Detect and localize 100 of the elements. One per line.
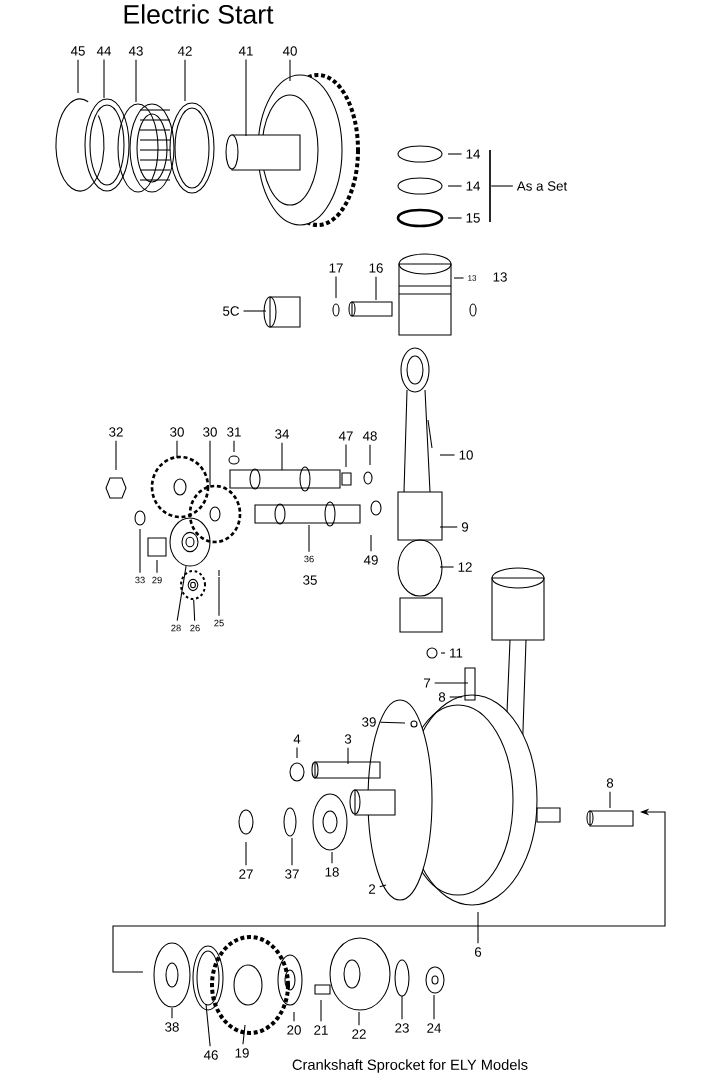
- leader-line: [156, 559, 158, 574]
- callout-number: 5C: [223, 306, 239, 316]
- callout-number: 7: [424, 678, 431, 688]
- callout-number: 29: [152, 576, 162, 584]
- callout-number: 30: [170, 427, 184, 437]
- callout-number: 25: [214, 619, 224, 627]
- callout-number: 37: [285, 869, 299, 879]
- leader-line: [308, 524, 310, 553]
- leader-line: [171, 1007, 173, 1019]
- leader-line: [296, 747, 298, 759]
- callout-number: 22: [352, 1029, 366, 1039]
- callout-number: 38: [165, 1022, 179, 1032]
- leader-line: [281, 442, 283, 471]
- leader-line: [347, 747, 349, 765]
- callout-number: 8: [438, 692, 446, 702]
- note-text: As a Set: [516, 181, 568, 191]
- callout-number: 30: [203, 427, 217, 437]
- leader-line: [115, 440, 117, 471]
- callout-number: 9: [461, 522, 469, 532]
- leader-line: [345, 444, 347, 468]
- bearing-drawing: [169, 517, 211, 567]
- callout-number: 6: [474, 947, 482, 957]
- title: Electric Start: [124, 4, 274, 24]
- callout-number: 28: [171, 624, 181, 632]
- callout-number: 12: [458, 562, 472, 572]
- leader-line: [331, 851, 333, 864]
- callout-number: 42: [177, 46, 192, 56]
- callout-number: 19: [235, 1048, 249, 1058]
- leader-line: [293, 1011, 295, 1022]
- callout-number: 47: [338, 431, 353, 441]
- leader-line: [490, 185, 514, 187]
- callout-number: 24: [427, 1023, 442, 1033]
- callout-number: 2: [368, 884, 376, 894]
- callout-number: 8: [606, 778, 614, 788]
- callout-number: 41: [238, 46, 253, 56]
- leader-line: [184, 59, 186, 102]
- leader-line: [370, 534, 372, 552]
- callout-number: 26: [190, 624, 200, 632]
- callout-number: 27: [239, 869, 253, 879]
- leader-line: [358, 1011, 360, 1026]
- callout-number: 14: [466, 181, 481, 191]
- callout-number: 49: [363, 555, 378, 565]
- leader-line: [449, 696, 463, 698]
- leader-line: [289, 59, 291, 82]
- callout-number: 36: [304, 555, 314, 563]
- leader-line: [447, 153, 463, 155]
- leader-line: [291, 837, 293, 866]
- leader-line: [243, 310, 267, 312]
- leader-line: [205, 1003, 211, 1047]
- callout-number: 18: [325, 867, 339, 877]
- caption: Crankshaft Sprocket for ELY Models: [292, 1059, 528, 1073]
- callout-number: 16: [369, 263, 383, 273]
- callout-number: 17: [329, 263, 343, 273]
- leader-line: [218, 576, 220, 617]
- leader-line: [375, 276, 377, 301]
- leader-line: [77, 59, 79, 94]
- callout-number: 13: [468, 275, 477, 281]
- leader-line: [193, 599, 196, 622]
- leader-line: [176, 440, 178, 459]
- leader-line: [447, 217, 463, 219]
- leader-line: [440, 652, 446, 654]
- callout-number: 43: [128, 46, 143, 56]
- callout-number: 11: [450, 648, 463, 658]
- leader-line: [453, 277, 465, 279]
- callout-number: 40: [282, 46, 297, 56]
- callout-number: 44: [96, 46, 112, 56]
- callout-number: 46: [203, 1050, 218, 1060]
- callout-number: 39: [362, 717, 376, 727]
- callout-number: 14: [466, 149, 481, 159]
- leader-line: [401, 995, 403, 1020]
- leader-line: [233, 440, 235, 453]
- leader-line: [379, 884, 387, 888]
- leader-line: [433, 994, 435, 1020]
- callout-number: 3: [344, 734, 352, 744]
- leader-line: [447, 185, 463, 187]
- leader-line: [434, 682, 469, 684]
- leader-line: [209, 440, 211, 486]
- callout-number: 33: [135, 576, 145, 584]
- leader-line: [439, 526, 458, 528]
- leader-line: [242, 1024, 246, 1045]
- callout-number: 34: [275, 429, 290, 439]
- leader-line: [335, 276, 337, 299]
- callout-number: 31: [227, 427, 241, 437]
- callout-number: 45: [70, 46, 85, 56]
- leader-line: [135, 59, 137, 103]
- leader-line: [369, 444, 371, 466]
- leader-line: [103, 59, 105, 99]
- leader-line: [439, 454, 456, 456]
- leader-line: [439, 566, 455, 568]
- callout-number: 10: [459, 450, 473, 460]
- callout-number: 48: [362, 431, 377, 441]
- leader-line: [379, 721, 406, 724]
- leader-line: [609, 791, 611, 809]
- leader-line: [139, 528, 141, 574]
- callout-number: 21: [314, 1025, 328, 1035]
- callout-number: 13: [493, 272, 507, 282]
- callout-number: 4: [293, 734, 301, 744]
- callout-number: 15: [466, 213, 480, 223]
- leader-line: [176, 565, 187, 622]
- callout-number: 35: [303, 575, 317, 585]
